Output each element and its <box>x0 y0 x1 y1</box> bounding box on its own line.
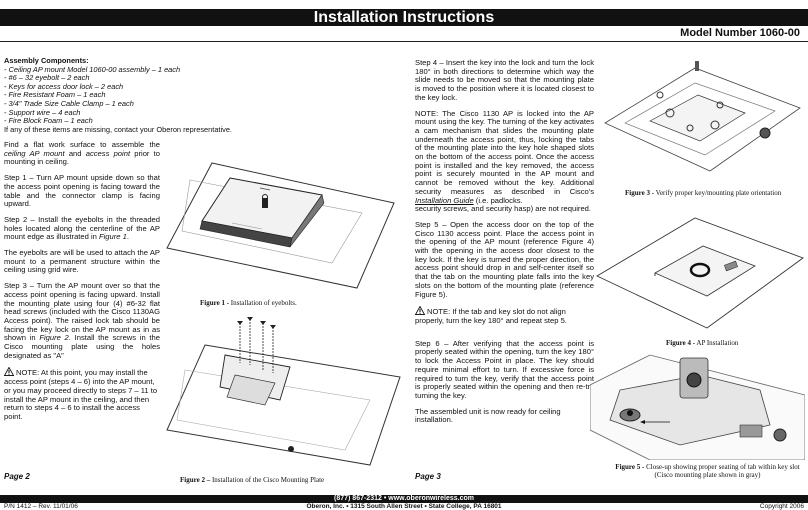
figure-1-caption: Figure 1 - Installation of eyebolts. <box>200 299 297 307</box>
step-6: Step 6 – After verifying that the access… <box>415 338 594 400</box>
part-number: P/N 1412 – Rev. 11/01/06 <box>4 503 78 510</box>
step-4: Step 4 – Insert the key into the lock an… <box>415 58 594 102</box>
copyright: Copyright 2006 <box>759 503 804 510</box>
warning-icon <box>4 367 14 377</box>
left-column: Find a flat work surface to assemble the… <box>4 140 161 429</box>
figure-5-caption: Figure 5 - Close-up showing proper seati… <box>615 463 800 479</box>
components-heading: Assembly Components: <box>4 56 89 65</box>
footer-bar: (877) 867-2312 • www.oberonwireless.com <box>0 495 808 503</box>
figure-3-illustration <box>604 61 801 172</box>
step-3: Step 3 – Turn the AP mount over so that … <box>4 281 160 360</box>
component-item: - Support wire – 4 each <box>4 107 81 117</box>
figure-4-caption: Figure 4 - AP Installation <box>666 339 739 347</box>
components-note: If any of these items are missing, conta… <box>4 124 232 134</box>
component-item: - Fire Block Foam – 1 each <box>4 116 93 126</box>
step-2: Step 2 – Install the eyebolts in the thr… <box>4 214 160 242</box>
component-item: - #6 – 32 eyebolt – 2 each <box>4 73 90 83</box>
right-column: Step 4 – Insert the key into the lock an… <box>415 58 594 432</box>
website-link[interactable]: www.oberonwireless.com <box>388 495 474 502</box>
warning-icon <box>415 306 425 316</box>
figure-3-caption: Figure 3 - Verify proper key/mounting pl… <box>625 189 782 197</box>
left-note: NOTE: At this point, you may install the… <box>4 367 158 421</box>
step-5: Step 5 – Open the access door on the top… <box>415 219 594 299</box>
right-note-1-continued: security screws, and security hasp) are … <box>415 204 591 214</box>
component-item: - Fire Resistant Foam – 1 each <box>4 90 106 100</box>
page-title: Installation Instructions <box>0 9 808 26</box>
right-note-1: NOTE: The Cisco 1130 AP is locked into t… <box>415 108 594 205</box>
model-number: Model Number 1060-00 <box>680 27 800 39</box>
figure-2-caption: Figure 2 – Installation of the Cisco Mou… <box>180 476 325 484</box>
figure-4-illustration <box>596 217 804 329</box>
phone-number: (877) 867-2312 <box>334 495 382 502</box>
intro-paragraph: Find a flat work surface to assemble the… <box>4 140 161 167</box>
component-item: - Ceiling AP mount Model 1060-00 assembl… <box>4 64 181 74</box>
page-number-left: Page 2 <box>4 472 30 481</box>
page-number-right: Page 3 <box>415 472 441 481</box>
step-1: Step 1 – Turn AP mount upside down so th… <box>4 173 160 209</box>
right-note-2: NOTE: If the tab and key slot do not ali… <box>415 306 567 325</box>
header-divider <box>0 41 808 42</box>
component-item: - Keys for access door lock – 2 each <box>4 81 124 91</box>
assembled-paragraph: The assembled unit is now ready for ceil… <box>415 406 561 425</box>
assembly-components: Assembly Components: - Ceiling AP mount … <box>4 56 399 134</box>
company-address: Oberon, Inc. • 1315 South Allen Street •… <box>306 503 502 510</box>
figure-5-illustration <box>590 354 805 460</box>
figure-2-illustration <box>166 317 401 466</box>
figure-1-illustration <box>166 162 395 289</box>
component-item: - 3/4" Trade Size Cable Clamp – 1 each <box>4 98 134 108</box>
eyebolts-paragraph: The eyebolts are will be used to attach … <box>4 248 160 275</box>
